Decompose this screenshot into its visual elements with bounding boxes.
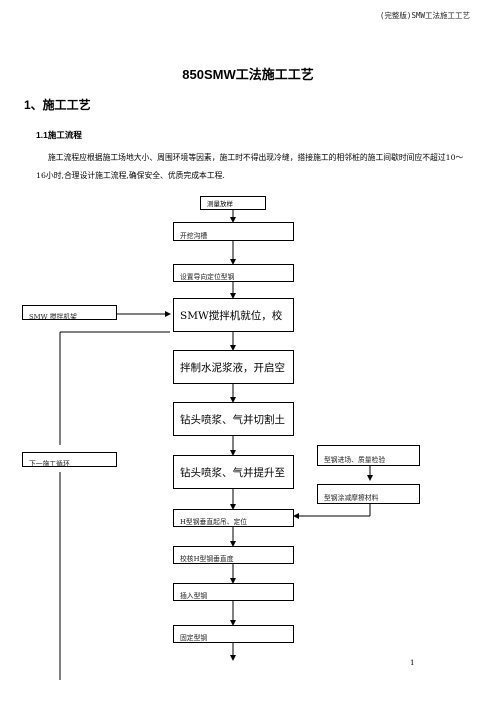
running-header: (完整版)SMW工法施工工艺: [379, 11, 470, 20]
flow-side-next-cycle: 下一施工循环: [22, 452, 117, 467]
flow-step-label: 钻头喷浆、气并切割土: [180, 413, 285, 426]
flow-step-label: 测量放样: [207, 200, 233, 208]
flow-step-label: SMW搅拌机就位，校: [180, 309, 283, 322]
flow-step-label: 校核H型钢垂直度: [180, 555, 234, 563]
paragraph-text: 施工流程应根据施工场地大小、周围环境等因素，施工时不得出现冷缝，搭接施工的相邻桩…: [36, 153, 464, 180]
flow-step-label: 固定型钢: [180, 634, 208, 642]
flow-step-label: 插入型钢: [180, 592, 208, 600]
flow-step-mixer-position: SMW搅拌机就位，校: [173, 298, 294, 332]
flow-step-label: 设置导向定位型钢: [180, 273, 235, 281]
flow-step-drill-lift: 钻头喷浆、气并提升至: [173, 455, 294, 489]
flow-step-fix-steel: 固定型钢: [173, 625, 294, 643]
flow-step-label: SMW 搅拌机架: [29, 312, 77, 320]
flow-step-hoist-steel: H型钢垂直起吊、定位: [173, 509, 294, 527]
document-title: 850SMW工法施工工艺: [182, 67, 314, 82]
flow-step-label: 钻头喷浆、气并提升至: [180, 466, 285, 479]
flow-step-label: 下一施工循环: [29, 459, 70, 467]
flow-step-trench: 开挖沟槽: [173, 222, 294, 241]
flow-step-check-vertical: 校核H型钢垂直度: [173, 546, 294, 564]
flow-side-smw-frame: SMW 搅拌机架: [22, 305, 117, 320]
flow-step-label: 拌制水泥浆液，开启空: [180, 361, 285, 374]
flow-step-drill-cut: 钻头喷浆、气并切割土: [173, 402, 294, 436]
flow-step-label: 型钢进场、质量检验: [324, 455, 386, 464]
flow-step-label: 开挖沟槽: [180, 231, 208, 240]
flow-step-survey: 测量放样: [200, 196, 266, 210]
flow-step-guide-steel: 设置导向定位型钢: [173, 264, 294, 282]
flow-side-steel-coating: 型钢涂减摩擦材料: [317, 484, 420, 504]
flow-side-steel-inspection: 型钢进场、质量检验: [317, 445, 420, 466]
flow-step-label: 型钢涂减摩擦材料: [324, 494, 379, 502]
page-number: 1: [410, 659, 415, 667]
section-heading: 1、施工工艺: [24, 98, 91, 112]
subsection-heading: 1.1施工流程: [36, 130, 82, 140]
body-paragraph: 施工流程应根据施工场地大小、周围环境等因素，施工时不得出现冷缝，搭接施工的相邻桩…: [36, 149, 464, 185]
flow-step-label: H型钢垂直起吊、定位: [180, 518, 248, 526]
flow-step-insert-steel: 插入型钢: [173, 583, 294, 601]
flow-step-mix-slurry: 拌制水泥浆液，开启空: [173, 350, 294, 384]
